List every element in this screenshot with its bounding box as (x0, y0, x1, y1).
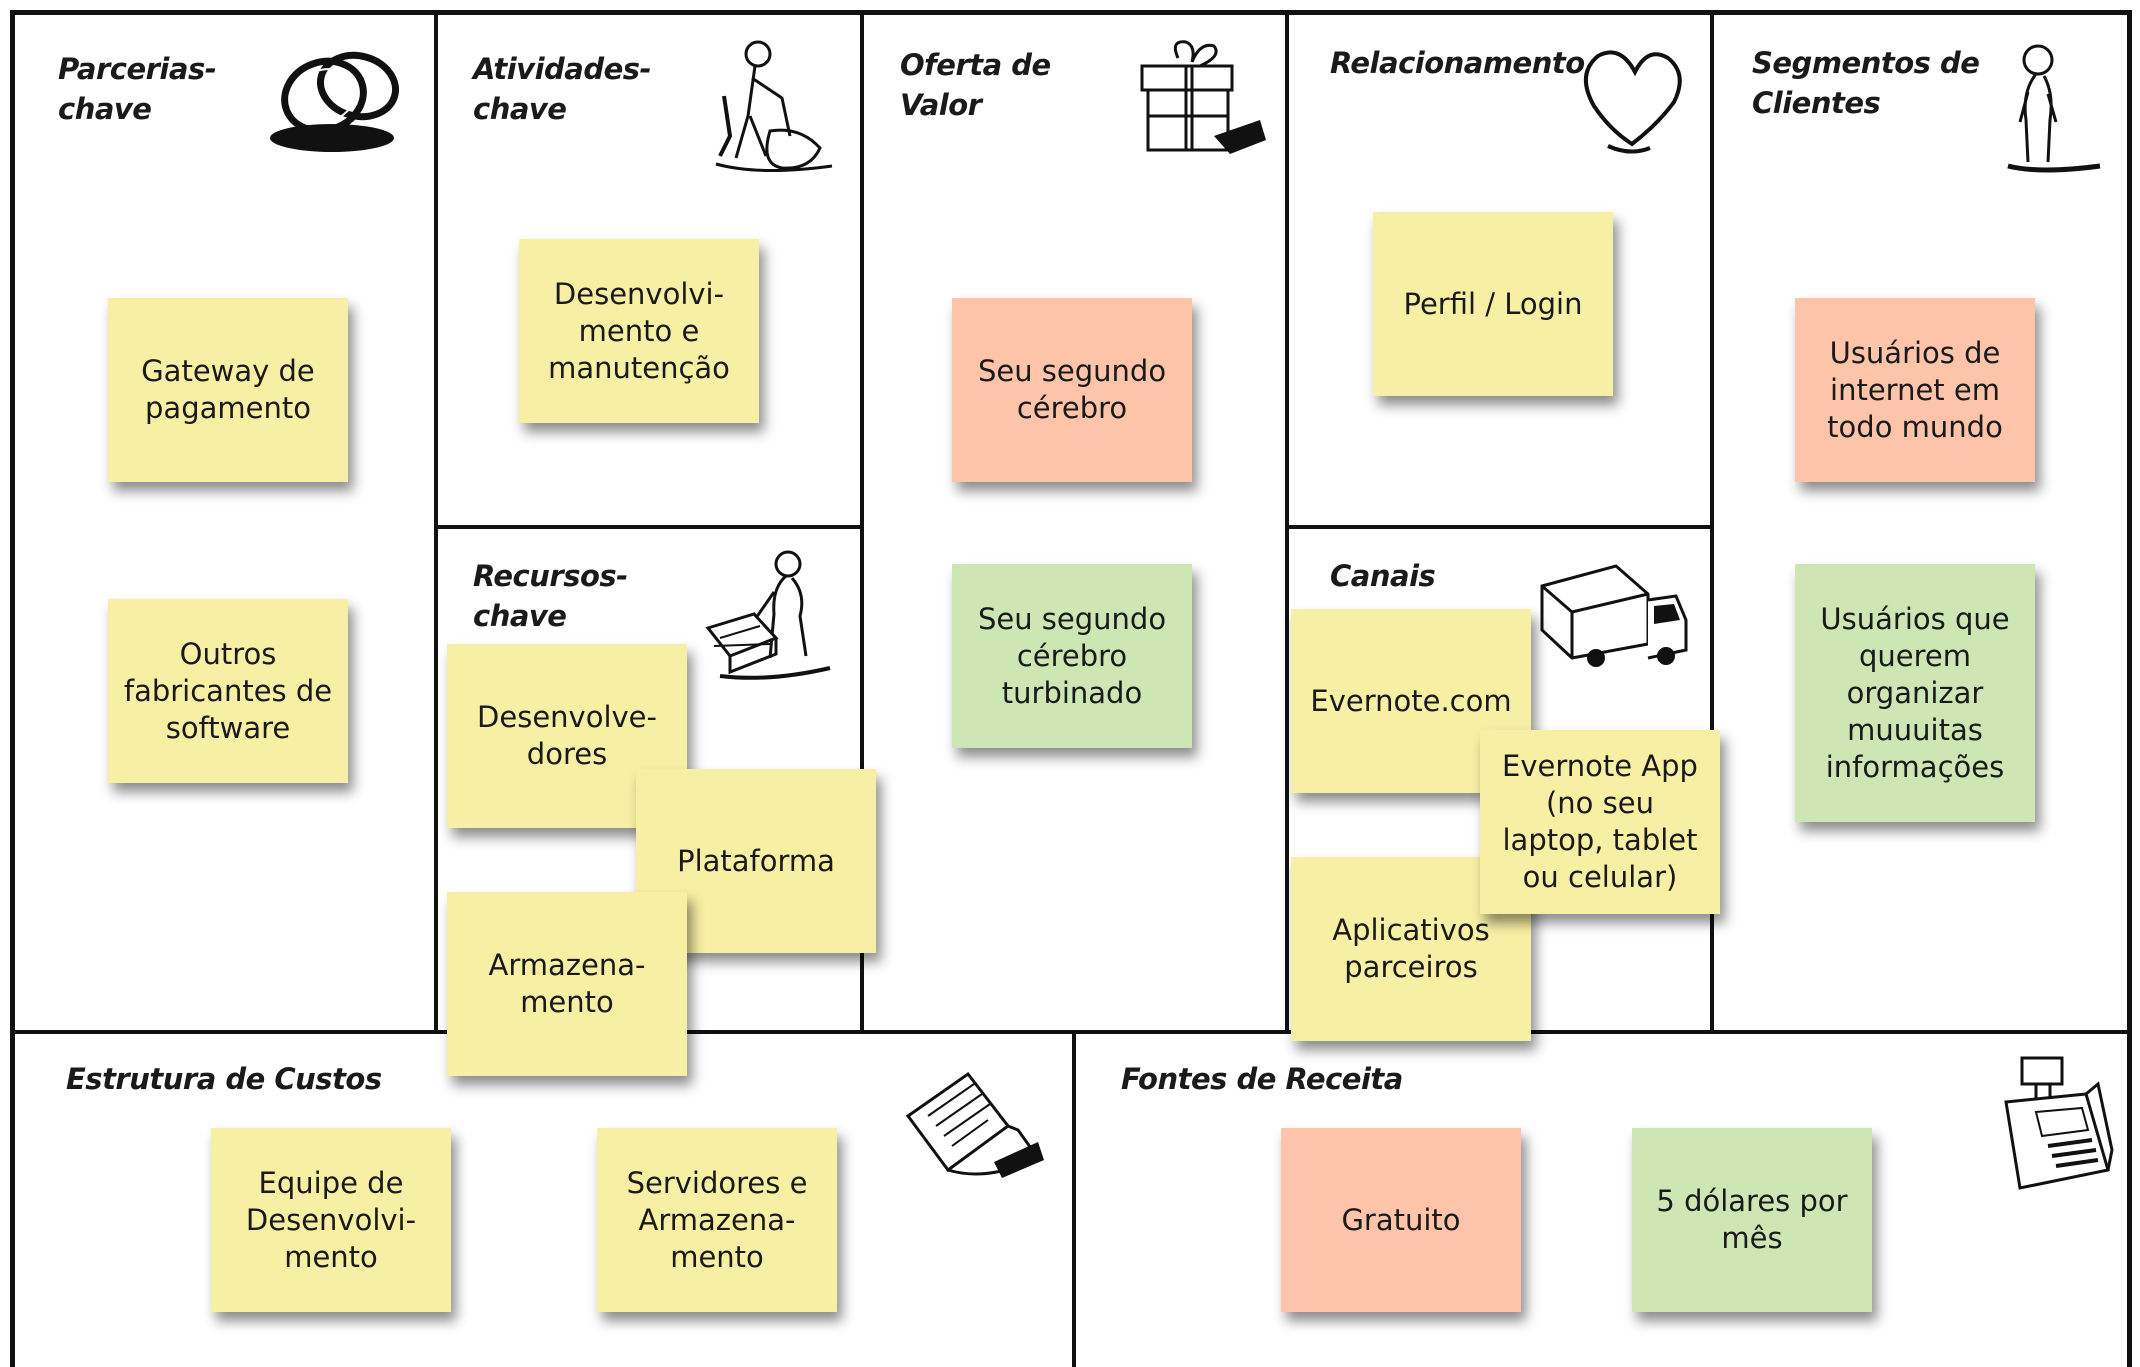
rings-icon (262, 36, 412, 156)
worker-with-machine-icon (700, 548, 845, 688)
note-servidores-armazenamento[interactable]: Servidores e Armazena- mento (597, 1128, 837, 1312)
gift-box-icon (1130, 36, 1270, 166)
note-evernote-app[interactable]: Evernote App (no seu laptop, tablet ou c… (1480, 730, 1720, 914)
note-gateway-pagamento[interactable]: Gateway de pagamento (108, 298, 348, 482)
cash-register-icon (1996, 1050, 2116, 1200)
divider-relationship-channels (1285, 525, 1714, 529)
key-activities-title: Atividades- chave (473, 52, 652, 126)
value-proposition-title: Oferta de Valor (900, 48, 1051, 122)
channels-title: Canais (1330, 559, 1436, 593)
note-armazenamento[interactable]: Armazena- mento (447, 892, 687, 1076)
border-top (10, 10, 2132, 15)
divider-vertical-bottom (1072, 1030, 1076, 1367)
note-outros-fabricantes[interactable]: Outros fabricantes de software (108, 599, 348, 783)
note-segundo-cerebro-turbinado[interactable]: Seu segundo cérebro turbinado (952, 564, 1192, 748)
document-icon (898, 1066, 1048, 1191)
divider-vertical-2 (860, 10, 864, 1034)
heart-icon (1580, 44, 1690, 159)
key-partners-title: Parcerias- chave (58, 52, 217, 126)
border-left (10, 10, 15, 1367)
revenue-streams-title: Fontes de Receita (1121, 1062, 1403, 1096)
border-right (2127, 10, 2132, 1367)
note-perfil-login[interactable]: Perfil / Login (1373, 212, 1613, 396)
person-icon (2000, 42, 2110, 177)
cost-structure-title: Estrutura de Custos (66, 1062, 382, 1096)
truck-icon (1536, 560, 1691, 675)
note-desenvolvimento-manutencao[interactable]: Desenvolvi- mento e manutenção (519, 239, 759, 423)
divider-horizontal-main (10, 1030, 2132, 1034)
note-equipe-desenvolvimento[interactable]: Equipe de Desenvolvi- mento (211, 1128, 451, 1312)
relationship-title: Relacionamento (1330, 46, 1585, 80)
note-segundo-cerebro[interactable]: Seu segundo cérebro (952, 298, 1192, 482)
key-resources-title: Recursos- chave (473, 559, 628, 633)
divider-vertical-1 (434, 10, 438, 1034)
divider-activities-resources (434, 525, 864, 529)
note-usuarios-internet[interactable]: Usuários de internet em todo mundo (1795, 298, 2035, 482)
note-gratuito[interactable]: Gratuito (1281, 1128, 1521, 1312)
divider-vertical-3 (1285, 10, 1289, 1034)
note-cinco-dolares[interactable]: 5 dólares por mês (1632, 1128, 1872, 1312)
divider-vertical-4 (1710, 10, 1714, 1034)
note-usuarios-organizar[interactable]: Usuários que querem organizar muuuitas i… (1795, 564, 2035, 822)
worker-digging-icon (700, 36, 840, 186)
customer-segments-title: Segmentos de Clientes (1752, 46, 1980, 120)
